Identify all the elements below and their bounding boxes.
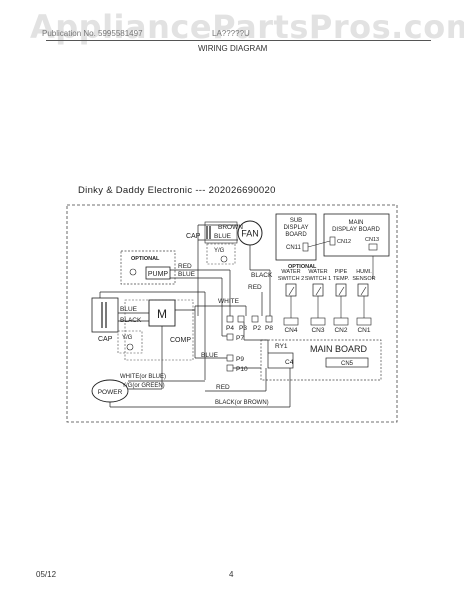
p4-label: P4 (226, 325, 234, 332)
diagram-caption: Dinky & Daddy Electronic --- 20202669002… (78, 185, 276, 196)
main-display-label: MAIN (349, 220, 364, 226)
motor-label: M (157, 307, 167, 321)
ry1-relay (267, 352, 294, 369)
p2-label: P2 (253, 325, 261, 332)
water-switch-1 (312, 283, 324, 297)
fan-cap-box (204, 221, 238, 244)
humi-sensor (357, 283, 369, 297)
fan-blue-label: BLUE (214, 233, 232, 240)
pump-optional-box (120, 250, 176, 285)
sub-display-label: DISPLAY (284, 225, 309, 231)
white-or-blue-label: WHITE(or BLUE) (120, 374, 166, 380)
c4-label: C4 (285, 359, 294, 366)
cn1-connector (356, 317, 372, 326)
pump-box (145, 266, 171, 280)
sub-display-label: SUB (290, 218, 302, 224)
red-bottom-label: RED (216, 384, 230, 391)
comp-label: COMP (170, 337, 191, 344)
p7-label: P7 (236, 335, 244, 342)
header-rule (46, 40, 431, 41)
black-or-brown-label: BLACK(or BROWN) (215, 400, 269, 406)
comp-dashed-box (124, 299, 194, 361)
p3-label: P3 (239, 325, 247, 332)
blue-mid-label: BLUE (201, 352, 219, 359)
p4-terminal (226, 315, 234, 323)
pipe-temp-sensor (335, 283, 347, 297)
black-wire-label: BLACK (251, 272, 273, 279)
watermark: AppliancePartsPros.com (30, 8, 464, 46)
main-board (260, 339, 382, 381)
humi-sensor-label: HUMI. (356, 269, 372, 275)
cn2-label: CN2 (334, 327, 347, 334)
p10-label: P10 (236, 366, 248, 373)
comp-cap-label: CAP (98, 336, 113, 343)
cn4-connector (283, 317, 299, 326)
water-switch-1-label: WATER (308, 269, 327, 275)
fan-cap-label: CAP (186, 233, 201, 240)
water-switch-1-label: SWITCH 1 (305, 276, 331, 282)
comp-yg-label: Y/G (122, 335, 133, 341)
diagram-frame (66, 204, 398, 423)
pump-red-label: RED (178, 263, 192, 270)
white-wire-label: WHITE (218, 298, 240, 305)
pump-label: PUMP (148, 271, 169, 278)
yg-or-green-label: Y/G(or GREEN) (122, 383, 165, 389)
p8-label: P8 (265, 325, 273, 332)
comp-ground-box (117, 330, 143, 354)
main-display-label: DISPLAY BOARD (332, 227, 380, 233)
p7-terminal (226, 333, 234, 341)
p2-terminal (251, 315, 259, 323)
fan-yg-label: Y/G (214, 248, 225, 254)
p9-label: P9 (236, 356, 244, 363)
red-wire-label: RED (248, 284, 262, 291)
ry1-label: RY1 (275, 343, 288, 350)
fan-brown-label: BROWN (218, 224, 243, 231)
comp-cap-box (91, 297, 119, 333)
power-label: POWER (98, 389, 123, 396)
comp-blue-label: BLUE (120, 306, 138, 313)
cn4-label: CN4 (284, 327, 297, 334)
pump-optional-label: OPTIONAL (131, 256, 160, 262)
cn2-connector (333, 317, 349, 326)
water-switch-2 (285, 283, 297, 297)
cn5-label: CN5 (341, 361, 354, 367)
water-switch-2-label: WATER (281, 269, 300, 275)
optional-label: OPTIONAL (288, 264, 317, 270)
ground-icon (129, 268, 137, 276)
page-number: 4 (229, 570, 234, 579)
sub-display-label: BOARD (285, 232, 307, 238)
page-title: WIRING DIAGRAM (198, 44, 268, 53)
cn5-connector (325, 357, 369, 368)
pump-blue-label: BLUE (178, 271, 196, 278)
cn1-label: CN1 (357, 327, 370, 334)
water-switch-2-label: SWITCH 2 (278, 276, 304, 282)
cn3-connector (310, 317, 326, 326)
cn11-label: CN11 (286, 245, 302, 251)
publication-number: Publication No. 5995581497 (42, 29, 143, 38)
cn12-label: CN12 (337, 239, 351, 245)
main-display-board (323, 213, 390, 257)
fan-ground-box (206, 243, 236, 265)
ground-icon (126, 343, 134, 351)
p9-terminal (226, 354, 234, 362)
pipe-temp-label: TEMP. (333, 276, 350, 282)
humi-sensor-label: SENSOR (352, 276, 375, 282)
main-board-label: MAIN BOARD (310, 344, 368, 354)
fan-label: FAN (241, 229, 259, 239)
p8-terminal (265, 315, 273, 323)
p10-terminal (226, 364, 234, 372)
pipe-temp-label: PIPE (335, 269, 348, 275)
cn3-label: CN3 (311, 327, 324, 334)
cn13-label: CN13 (365, 237, 379, 243)
sub-display-board (275, 213, 317, 261)
ground-icon (220, 255, 228, 263)
p3-terminal (237, 315, 245, 323)
comp-black-label: BLACK (120, 317, 142, 324)
footer-date: 05/12 (36, 570, 57, 579)
model-number: LA?????U (212, 29, 250, 38)
